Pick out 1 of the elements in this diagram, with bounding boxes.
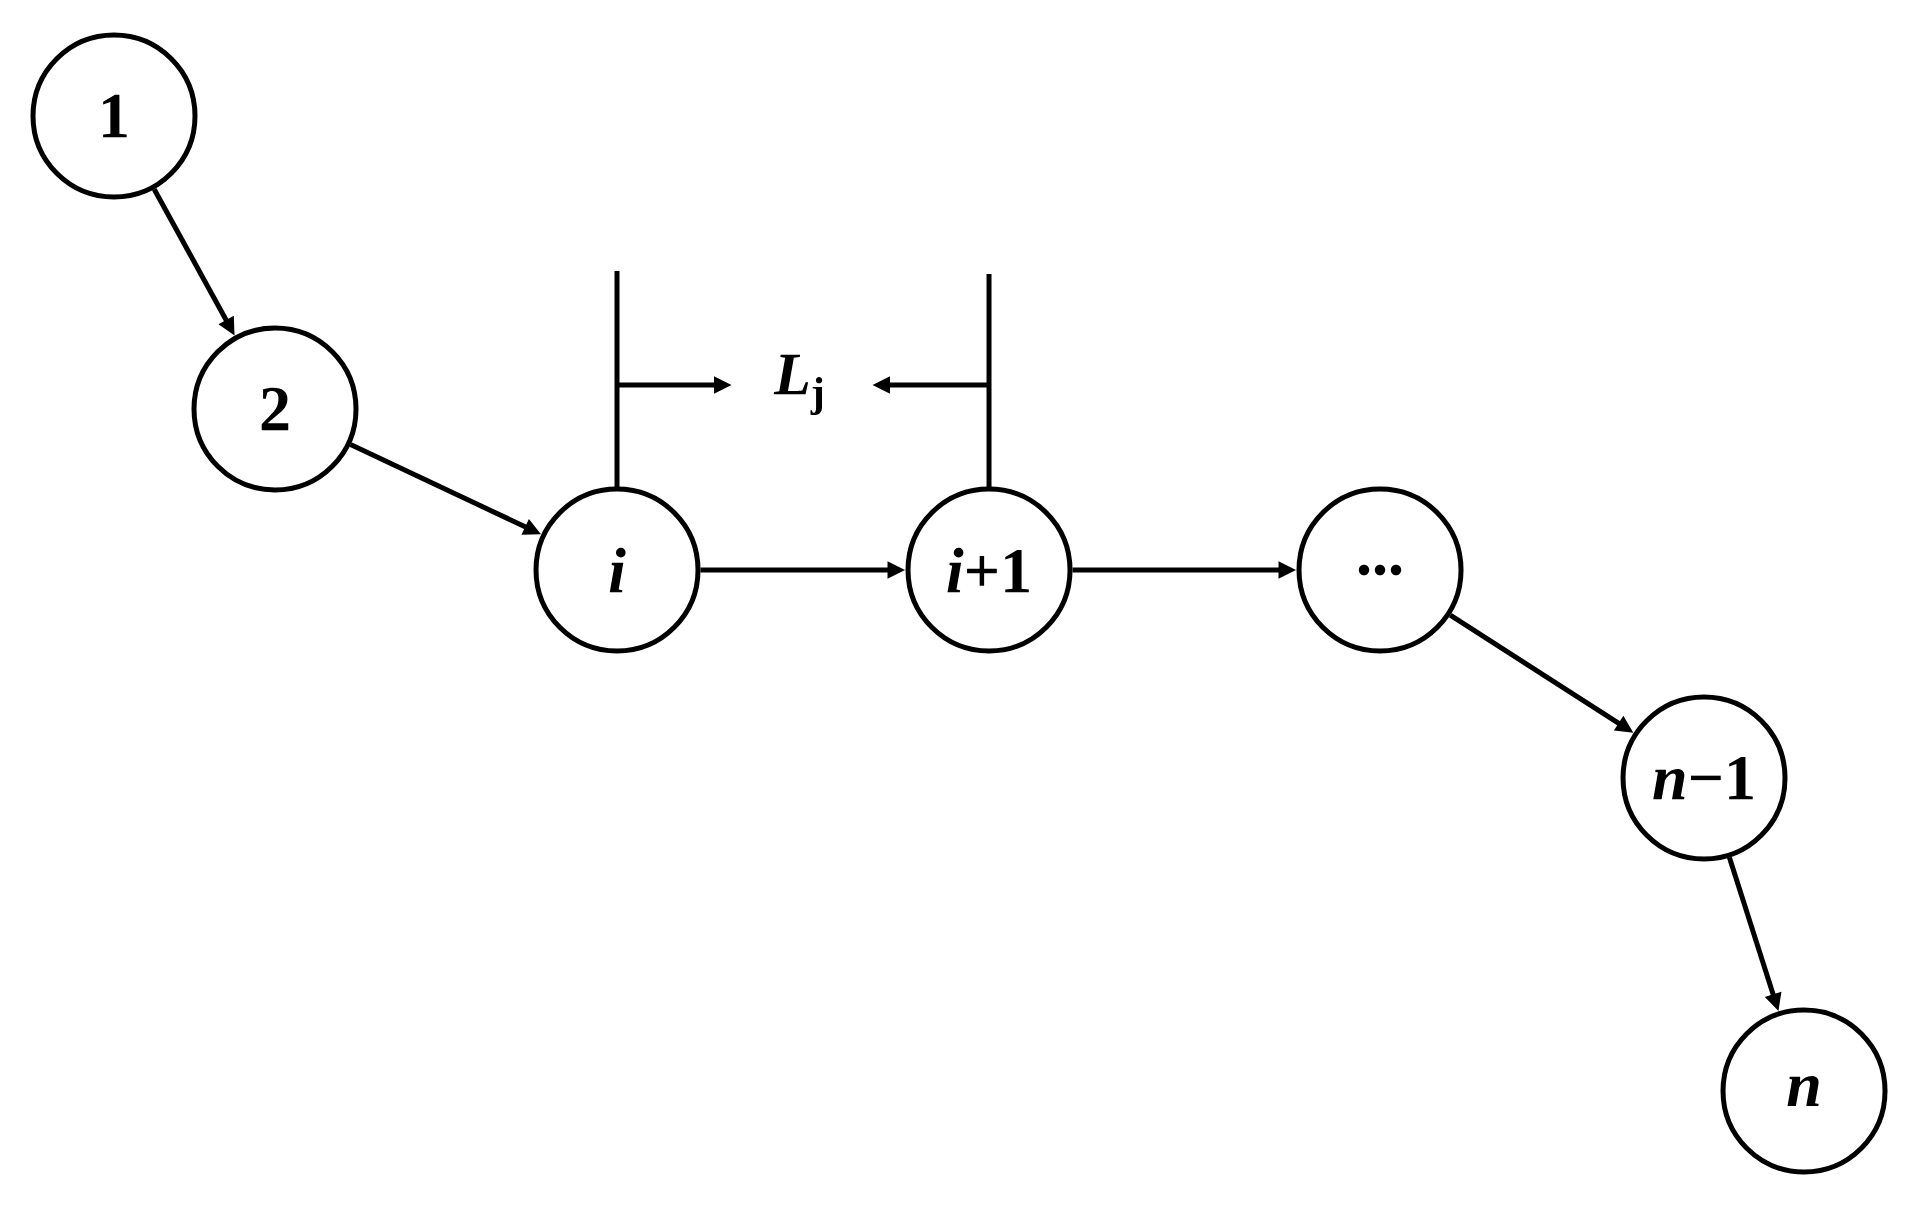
dimension-label: L$_{j}$ (773, 354, 823, 416)
